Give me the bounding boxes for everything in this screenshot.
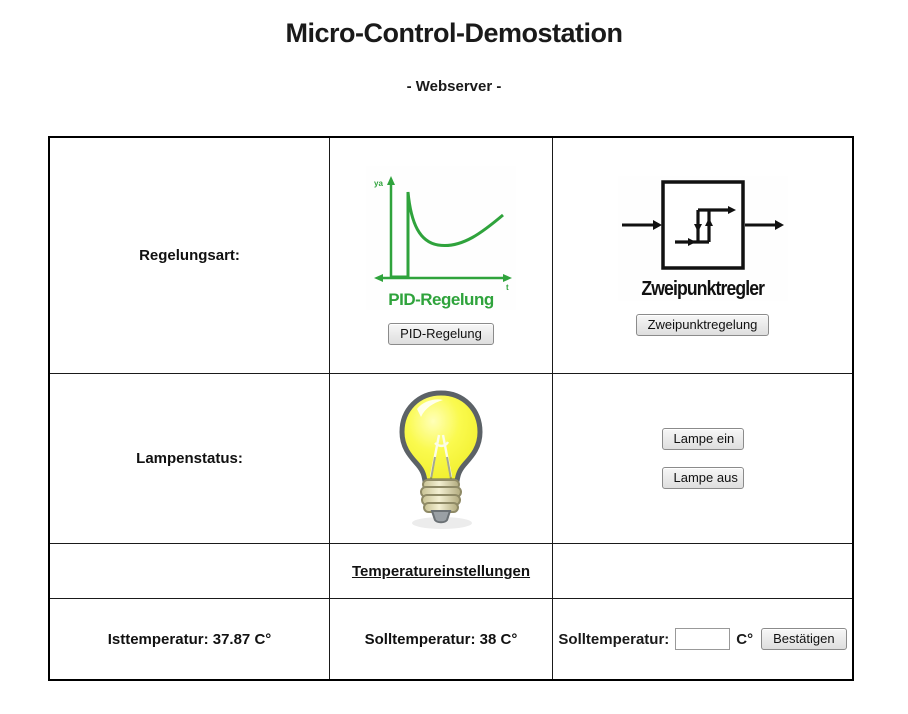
pid-regelung-image: ya t PID-Regelung bbox=[366, 166, 516, 310]
pid-y-axis-label: ya bbox=[374, 179, 383, 188]
page-title: Micro-Control-Demostation bbox=[285, 18, 623, 48]
isttemperatur-value: Isttemperatur: 37.87 C° bbox=[107, 630, 272, 648]
regelungsart-label: Regelungsart: bbox=[139, 247, 240, 264]
zweipunkt-cell: Zweipunktregler Zweipunktregelung bbox=[553, 138, 852, 374]
zweipunktregler-image: Zweipunktregler bbox=[617, 175, 788, 301]
solltemperatur-value: Solltemperatur: 38 C° bbox=[364, 630, 518, 648]
solltemperatur-form-label: Solltemperatur: bbox=[558, 630, 670, 648]
temperatureinstellungen-heading: Temperatureinstellungen bbox=[351, 562, 531, 580]
empty-cell-right bbox=[553, 544, 852, 599]
page-subtitle: - Webserver - bbox=[406, 78, 502, 95]
temperatur-heading-cell: Temperatureinstellungen bbox=[330, 544, 553, 599]
pid-regelung-button[interactable]: PID-Regelung bbox=[388, 323, 494, 345]
solltemperatur-cell: Solltemperatur: 38 C° bbox=[330, 599, 553, 679]
empty-cell-left bbox=[50, 544, 330, 599]
solltemperatur-input[interactable] bbox=[675, 628, 731, 650]
isttemperatur-cell: Isttemperatur: 37.87 C° bbox=[50, 599, 330, 679]
pid-cell: ya t PID-Regelung PID-Regelung bbox=[330, 138, 553, 374]
pid-step-response-icon: ya t bbox=[374, 176, 512, 292]
lamp-buttons-cell: Lampe ein Lampe aus bbox=[553, 374, 852, 544]
pid-x-axis-label: t bbox=[506, 283, 509, 292]
zweipunktregelung-button[interactable]: Zweipunktregelung bbox=[635, 313, 770, 336]
lamp-status-cell bbox=[330, 374, 553, 544]
lampenstatus-label: Lampenstatus: bbox=[136, 450, 243, 467]
pid-image-caption: PID-Regelung bbox=[388, 290, 494, 309]
control-table: Regelungsart: ya t bbox=[48, 136, 854, 681]
light-bulb-on-icon bbox=[399, 390, 483, 529]
zweipunktregler-image-caption: Zweipunktregler bbox=[641, 277, 765, 300]
lampe-aus-button[interactable]: Lampe aus bbox=[661, 467, 744, 489]
bestaetigen-button[interactable]: Bestätigen bbox=[761, 628, 847, 650]
lampe-ein-button[interactable]: Lampe ein bbox=[661, 428, 744, 450]
solltemperatur-form-cell: Solltemperatur: C° Bestätigen bbox=[553, 599, 852, 679]
lampenstatus-label-cell: Lampenstatus: bbox=[50, 374, 330, 544]
celsius-unit-label: C° bbox=[736, 630, 754, 648]
regelungsart-label-cell: Regelungsart: bbox=[50, 138, 330, 374]
two-point-controller-icon bbox=[621, 179, 784, 270]
